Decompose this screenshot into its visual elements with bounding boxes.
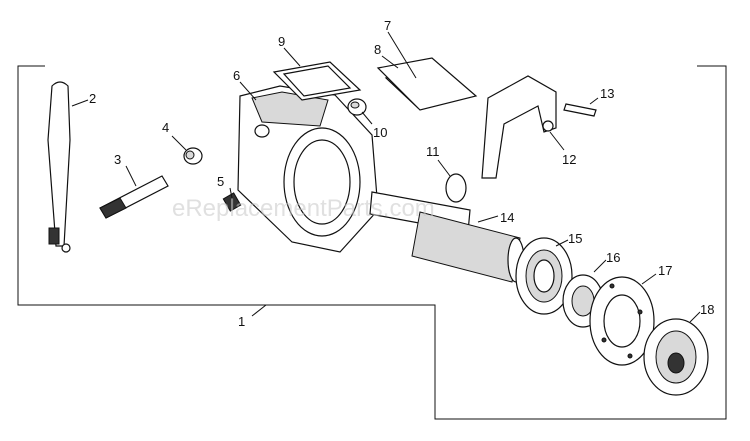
callout-5: 5 [217, 174, 224, 189]
callout-6: 6 [233, 68, 240, 83]
callout-10: 10 [373, 125, 387, 140]
callout-9: 9 [278, 34, 285, 49]
part-2-handle[interactable] [47, 81, 71, 253]
callout-2: 2 [89, 91, 96, 106]
part-18-hub[interactable] [643, 318, 709, 396]
callout-13: 13 [600, 86, 614, 101]
part-11-ring[interactable] [445, 173, 467, 203]
part-9-gasket[interactable] [272, 61, 362, 101]
part-5-set-screw[interactable] [222, 192, 242, 212]
assembly-bracket [17, 65, 727, 420]
callout-4: 4 [162, 120, 169, 135]
part-8-cover[interactable] [376, 57, 478, 111]
callout-7: 7 [384, 18, 391, 33]
callout-17: 17 [658, 263, 672, 278]
leader-lines [71, 31, 701, 323]
callout-12: 12 [562, 152, 576, 167]
callout-14: 14 [500, 210, 514, 225]
callout-3: 3 [114, 152, 121, 167]
part-12-yoke[interactable] [481, 75, 557, 179]
part-15-bearing[interactable] [515, 237, 573, 315]
callout-1: 1 [238, 314, 245, 329]
callout-18: 18 [700, 302, 714, 317]
callout-11: 11 [426, 144, 440, 159]
part-4-bushing[interactable] [183, 147, 203, 165]
part-14-splined-shaft[interactable] [369, 191, 525, 283]
part-17-flange[interactable] [589, 276, 655, 366]
callout-labels: 1 2 3 4 5 6 7 8 9 10 11 12 13 14 15 16 1… [89, 18, 714, 329]
callout-15: 15 [568, 231, 582, 246]
part-13-pin[interactable] [563, 103, 597, 117]
callout-16: 16 [606, 250, 620, 265]
callout-8: 8 [374, 42, 381, 57]
part-3-threaded-shaft[interactable] [99, 175, 169, 219]
watermark-text: eReplacementParts.com [172, 195, 435, 222]
part-10-bushing[interactable] [347, 98, 367, 116]
